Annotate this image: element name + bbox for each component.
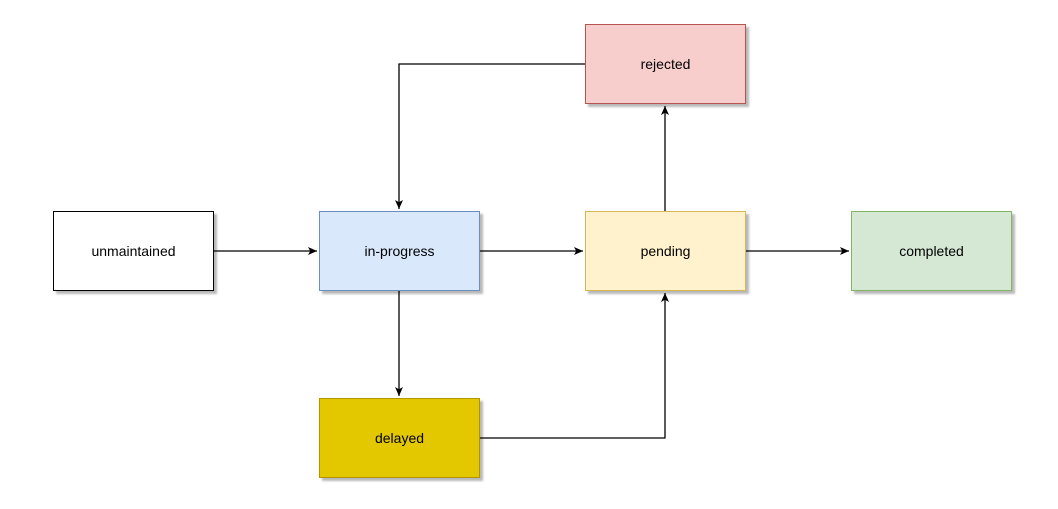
edge-rejected-to-inprogress [395, 63, 585, 209]
state-label-rejected: rejected [640, 56, 691, 72]
state-node-completed[interactable]: completed [851, 211, 1012, 291]
state-label-completed: completed [899, 243, 964, 259]
state-label-pending: pending [640, 243, 691, 259]
state-label-unmaintained: unmaintained [91, 243, 176, 259]
state-node-unmaintained[interactable]: unmaintained [53, 211, 214, 291]
state-node-delayed[interactable]: delayed [319, 398, 480, 478]
state-node-in-progress[interactable]: in-progress [319, 211, 480, 291]
edge-delayed-to-pending [479, 293, 669, 439]
state-label-in-progress: in-progress [364, 243, 435, 259]
state-node-rejected[interactable]: rejected [585, 24, 746, 104]
state-node-pending[interactable]: pending [585, 211, 746, 291]
state-label-delayed: delayed [374, 430, 425, 446]
